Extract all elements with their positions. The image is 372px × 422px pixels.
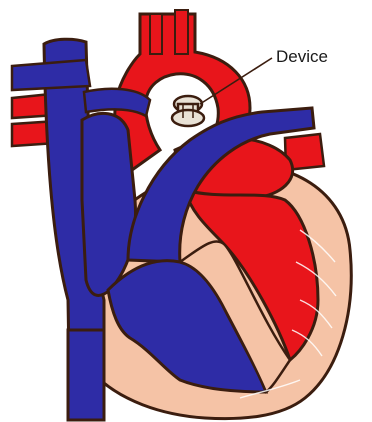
inferior-vena-cava — [68, 330, 104, 420]
device-label: Device — [276, 47, 328, 66]
aorta-branch-2 — [175, 10, 188, 54]
left-pulmonary-artery-branch — [12, 60, 90, 90]
ductus-closure-device — [172, 96, 204, 126]
aorta-branch-1 — [150, 14, 162, 54]
